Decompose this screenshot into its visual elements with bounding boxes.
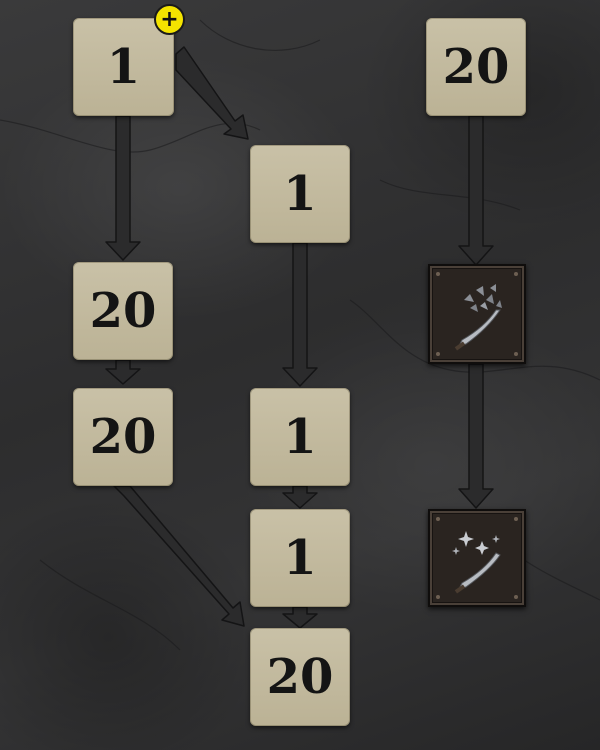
upgrade-plus-icon[interactable]: + xyxy=(154,4,185,35)
skill-node-rank: 1 xyxy=(106,39,141,95)
skill-node-1[interactable]: 1 xyxy=(73,18,174,116)
skill-node-rank: 1 xyxy=(283,409,317,465)
skill-node-rank: 20 xyxy=(442,39,510,95)
connector-n6-to-n7 xyxy=(282,606,318,629)
connector-n5-to-n6 xyxy=(282,485,318,509)
skill-node-8[interactable]: 20 xyxy=(426,18,526,116)
skill-node-rank: 20 xyxy=(89,409,157,465)
rivet xyxy=(436,272,440,276)
skill-node-9[interactable] xyxy=(428,264,526,364)
rivet xyxy=(514,517,518,521)
skill-node-6[interactable]: 1 xyxy=(250,509,350,607)
skill-node-rank: 1 xyxy=(283,166,317,222)
skill-node-4[interactable]: 20 xyxy=(73,388,173,486)
skill-node-5[interactable]: 1 xyxy=(250,388,350,486)
rivet xyxy=(514,272,518,276)
connector-n3-to-n4 xyxy=(105,359,141,385)
connector-n1-to-n3 xyxy=(105,115,141,261)
connector-n9-to-n10 xyxy=(458,363,494,509)
connector-n4-to-n8 xyxy=(113,485,245,627)
skill-node-rank: 20 xyxy=(89,283,157,339)
skill-node-10[interactable] xyxy=(428,509,526,607)
rivet xyxy=(436,595,440,599)
skill-node-7[interactable]: 20 xyxy=(250,628,350,726)
connector-n1-to-n2 xyxy=(175,46,249,140)
skill-node-rank: 1 xyxy=(283,530,317,586)
rivet xyxy=(436,517,440,521)
scimitar-shards-icon xyxy=(454,284,502,351)
scimitar-sparkle-icon xyxy=(452,531,501,594)
rivet xyxy=(514,595,518,599)
connector-arrows xyxy=(105,46,494,629)
rivet xyxy=(436,352,440,356)
rivet xyxy=(514,352,518,356)
skill-node-2[interactable]: 1 xyxy=(250,145,350,243)
skill-node-rank: 20 xyxy=(266,649,334,705)
connector-n8-to-n9 xyxy=(458,115,494,266)
connector-n2-to-n5 xyxy=(282,242,318,387)
skill-node-3[interactable]: 20 xyxy=(73,262,173,360)
